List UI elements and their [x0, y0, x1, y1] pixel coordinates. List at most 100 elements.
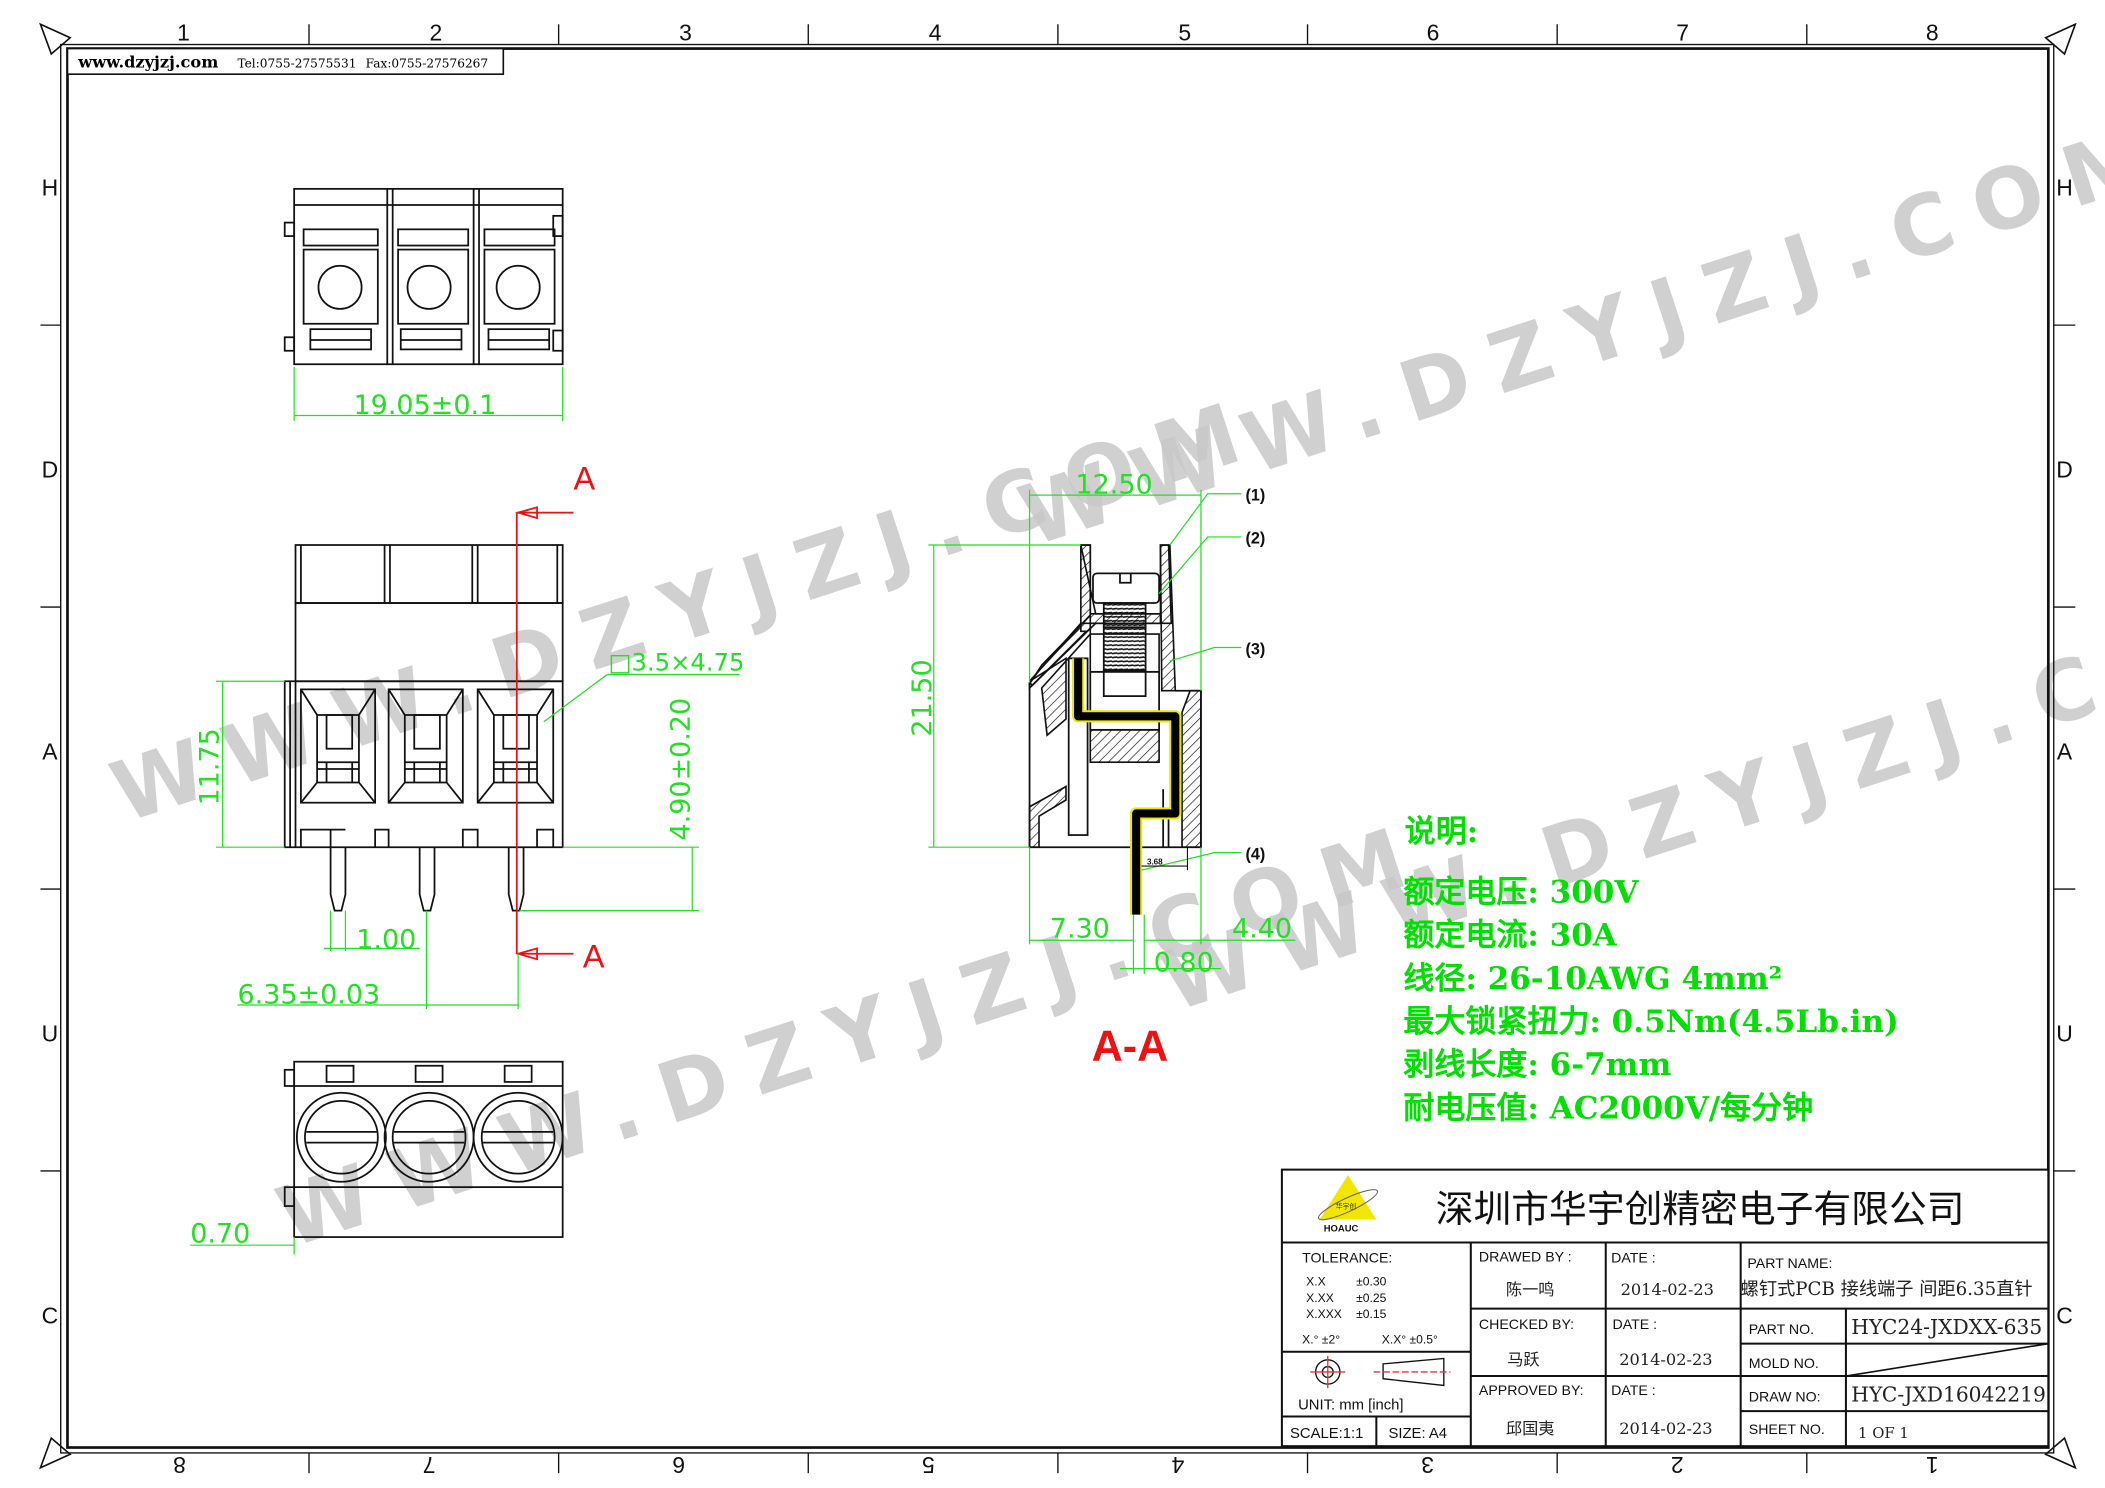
tolerance-table: X.X ±0.30 X.XX ±0.25 X.XXX ±0.15 X.° ±2° X.X…: [1302, 1275, 1438, 1347]
svg-text:2: 2: [1671, 1452, 1684, 1478]
svg-text:X.X° ±0.5°: X.X° ±0.5°: [1382, 1333, 1438, 1347]
date-label: DATE :: [1611, 1383, 1656, 1399]
svg-text:1: 1: [1926, 1452, 1939, 1478]
svg-text:8: 8: [1926, 19, 1939, 45]
small-dimension: 3.68: [1147, 858, 1163, 867]
svg-text:D: D: [2056, 457, 2073, 483]
svg-text:H: H: [2056, 175, 2073, 201]
part-no: HYC24-JXDXX-635: [1851, 1315, 2042, 1339]
svg-text:3: 3: [1421, 1452, 1434, 1478]
top-width-dimension: 19.05±0.1: [354, 390, 497, 421]
date-checked: 2014-02-23: [1619, 1350, 1712, 1369]
watermark: WWW.DZYJZJ.COM: [266, 802, 1440, 1267]
pin-thickness-dimension: 0.80: [1154, 947, 1214, 978]
svg-text:HOAUC: HOAUC: [1324, 1224, 1359, 1235]
svg-text:7: 7: [423, 1452, 436, 1478]
callout-1: (1): [1245, 486, 1265, 504]
draw-no-label: DRAW NO:: [1749, 1390, 1821, 1406]
callout-3: (3): [1245, 640, 1265, 658]
section-cut-line: [514, 506, 574, 961]
left-offset-dimension: 7.30: [1050, 914, 1110, 945]
section-width-dimension: 12.50: [1075, 470, 1152, 501]
date-label: DATE :: [1611, 1251, 1656, 1267]
title-block: 华宇创 HOAUC 深圳市华宇创精密电子有限公司 TOLERANCE: X.X ±…: [1280, 1168, 2050, 1448]
svg-text:7: 7: [1676, 19, 1689, 45]
svg-text:D: D: [42, 457, 59, 483]
part-name: 螺钉式PCB 接线端子 间距6.35直针: [1741, 1279, 2033, 1300]
section-marker-top: A: [573, 461, 595, 497]
notes: 说明: 额定电压: 300V 额定电流: 30A 线径: 26-10AWG 4m…: [1403, 814, 1898, 1127]
mold-no-label: MOLD NO.: [1749, 1356, 1819, 1372]
front-view: A A 11.75 4.90±0.20 □3.5×4.75 1.00 6.35±…: [195, 461, 745, 1011]
note-strip-length: 剥线长度: 6-7mm: [1403, 1047, 1671, 1083]
svg-text:X.X: X.X: [1306, 1275, 1326, 1289]
pins: [329, 847, 525, 912]
offset-dimension: 0.70: [190, 1218, 250, 1249]
note-torque: 最大锁紧扭力: 0.5Nm(4.5Lb.in): [1403, 1004, 1898, 1040]
svg-text:4: 4: [1171, 1452, 1184, 1478]
checked-by-label: CHECKED BY:: [1479, 1317, 1574, 1333]
hole-size-dimension: □3.5×4.75: [609, 647, 745, 676]
svg-text:1: 1: [177, 19, 190, 45]
section-marker-bottom: A: [583, 938, 605, 974]
date-approved: 2014-02-23: [1619, 1419, 1712, 1438]
svg-text:5: 5: [1178, 19, 1191, 45]
svg-text:2: 2: [429, 19, 442, 45]
bottom-view: 0.70: [190, 1060, 564, 1255]
note-withstand-voltage: 耐电压值: AC2000V/每分钟: [1403, 1090, 1813, 1126]
sheet-no-label: SHEET NO.: [1749, 1422, 1825, 1438]
svg-text:X.XX: X.XX: [1306, 1291, 1334, 1305]
svg-text:C: C: [2056, 1302, 2073, 1328]
section-title: A-A: [1092, 1022, 1169, 1070]
svg-text:H: H: [42, 175, 59, 201]
draw-no: HYC-JXD16042219: [1851, 1383, 2046, 1407]
note-wire-gauge: 线径: 26-10AWG 4mm²: [1403, 961, 1782, 997]
company-logo: 华宇创 HOAUC: [1317, 1175, 1379, 1235]
drawed-by-label: DRAWED BY :: [1479, 1249, 1572, 1265]
part-name-label: PART NAME:: [1747, 1256, 1832, 1272]
svg-text:X.° ±2°: X.° ±2°: [1302, 1333, 1340, 1347]
date-drawed: 2014-02-23: [1621, 1280, 1714, 1299]
note-rated-current: 额定电流: 30A: [1403, 918, 1617, 954]
right-offset-dimension: 4.40: [1232, 914, 1292, 945]
svg-text:X.XXX: X.XXX: [1306, 1307, 1342, 1321]
body-height-dimension: 11.75: [195, 728, 226, 805]
svg-text:±0.30: ±0.30: [1356, 1275, 1387, 1289]
scale-text: SCALE:1:1: [1290, 1426, 1363, 1442]
size-text: SIZE: A4: [1388, 1426, 1447, 1442]
callout-2: (2): [1245, 530, 1265, 548]
top-view: 19.05±0.1: [283, 187, 564, 421]
svg-text:3: 3: [679, 19, 692, 45]
corner-triangle-icons: [39, 22, 2077, 1470]
date-label: DATE :: [1612, 1317, 1657, 1333]
drawed-by-name: 陈一鸣: [1506, 1280, 1555, 1299]
tel-text: Tel:0755-27575531: [237, 56, 356, 70]
svg-text:华宇创: 华宇创: [1336, 1202, 1356, 1211]
svg-text:C: C: [42, 1302, 59, 1328]
svg-text:5: 5: [922, 1452, 935, 1478]
svg-text:±0.15: ±0.15: [1356, 1307, 1387, 1321]
sheet-no: 1 OF 1: [1858, 1425, 1909, 1442]
approved-by-label: APPROVED BY:: [1479, 1383, 1584, 1399]
svg-text:±0.25: ±0.25: [1356, 1291, 1387, 1305]
pin-length-dimension: 4.90±0.20: [666, 698, 697, 841]
notes-title: 说明:: [1405, 814, 1478, 850]
fax-text: Fax:0755-27576267: [366, 56, 488, 70]
part-no-label: PART NO.: [1749, 1322, 1814, 1338]
pin-width-dimension: 1.00: [356, 924, 416, 955]
checked-by-name: 马跃: [1507, 1350, 1539, 1369]
section-view: 3.68 12.50 21.50 7.30 4.40 0.80 (1) (2) …: [907, 470, 1296, 1070]
unit-text: UNIT: mm [inch]: [1298, 1398, 1403, 1414]
svg-text:6: 6: [672, 1452, 685, 1478]
svg-text:A: A: [42, 739, 58, 765]
approved-by-name: 邱国夷: [1506, 1419, 1555, 1438]
tolerance-label: TOLERANCE:: [1302, 1251, 1392, 1267]
company-name: 深圳市华宇创精密电子有限公司: [1436, 1187, 1965, 1231]
svg-text:U: U: [2056, 1020, 2073, 1046]
pitch-dimension: 6.35±0.03: [237, 980, 380, 1011]
svg-text:6: 6: [1427, 19, 1440, 45]
